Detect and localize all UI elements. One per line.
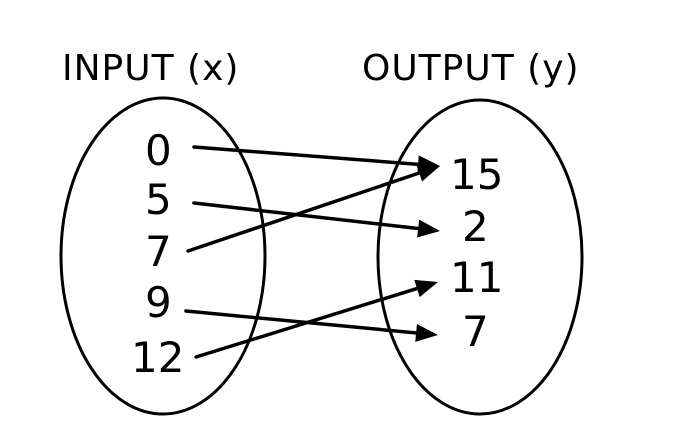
output-set-title: OUTPUT (y) (362, 48, 580, 89)
arrow-head-12-to-11 (414, 279, 438, 298)
input-value-4: 12 (131, 333, 184, 382)
arrow-line-7-to-15 (186, 170, 423, 253)
arrow-head-7-to-15 (416, 164, 440, 182)
output-value-3: 7 (462, 307, 489, 356)
input-value-1: 5 (145, 175, 172, 224)
arrow-head-9-to-7 (415, 323, 438, 342)
input-value-3: 9 (145, 278, 172, 327)
output-value-1: 2 (462, 202, 489, 251)
mapping-arrows (184, 145, 440, 359)
input-set-title: INPUT (x) (62, 48, 239, 89)
arrow-line-12-to-11 (194, 286, 421, 359)
input-value-0: 0 (145, 126, 172, 175)
input-value-2: 7 (145, 227, 172, 276)
output-set-oval (376, 98, 584, 416)
arrow-line-5-to-2 (192, 201, 422, 231)
output-value-2: 11 (450, 253, 503, 302)
arrow-line-9-to-7 (184, 309, 420, 335)
output-value-0: 15 (450, 150, 503, 199)
arrow-line-0-to-15 (192, 145, 422, 167)
arrow-head-5-to-2 (417, 219, 440, 238)
input-set-oval (59, 96, 267, 416)
